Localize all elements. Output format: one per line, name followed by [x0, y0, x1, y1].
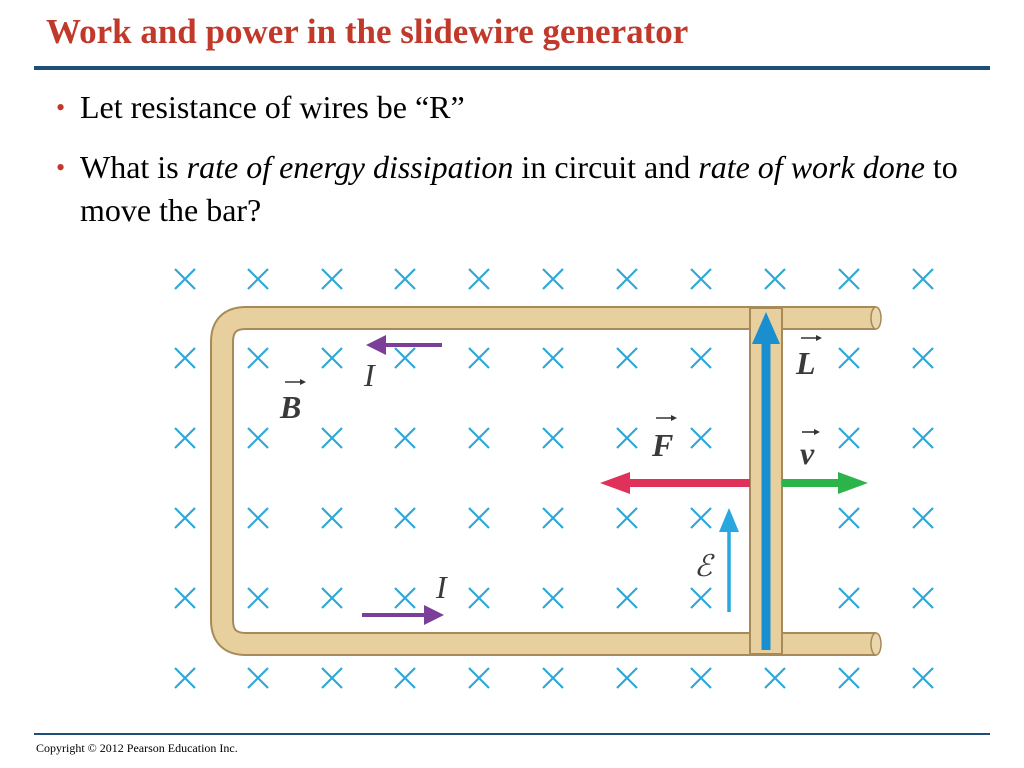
field-into-page-marker: [690, 268, 712, 290]
field-into-page-marker: [174, 587, 196, 609]
field-into-page-marker: [468, 587, 490, 609]
field-into-page-marker: [394, 347, 416, 369]
u-shaped-conductor: [210, 306, 882, 656]
field-into-page-marker: [321, 268, 343, 290]
bullet-item: • What is rate of energy dissipation in …: [56, 146, 986, 232]
field-into-page-marker: [247, 667, 269, 689]
field-into-page-marker: [394, 587, 416, 609]
field-into-page-marker: [690, 667, 712, 689]
field-into-page-marker: [174, 268, 196, 290]
title-divider: [34, 66, 990, 70]
bullet-text-part-italic: rate of energy dissipation: [186, 149, 514, 185]
field-into-page-marker: [174, 667, 196, 689]
copyright-footer: Copyright © 2012 Pearson Education Inc.: [36, 741, 238, 755]
current-label-top: I: [363, 357, 376, 393]
length-label: L: [795, 345, 816, 381]
field-into-page-marker: [616, 347, 638, 369]
field-into-page-marker: [321, 587, 343, 609]
field-into-page-marker: [542, 427, 564, 449]
field-into-page-marker: [838, 667, 860, 689]
field-into-page-marker: [468, 507, 490, 529]
emf-arrow: [719, 508, 739, 612]
vector-overhead-arrows: [285, 335, 822, 435]
field-into-page-marker: [394, 667, 416, 689]
field-into-page-marker: [690, 587, 712, 609]
bullet-marker: •: [56, 93, 66, 122]
field-into-page-marker: [394, 507, 416, 529]
field-into-page-marker: [838, 268, 860, 290]
slide-title: Work and power in the slidewire generato…: [46, 12, 689, 51]
velocity-label: v: [800, 435, 815, 471]
field-into-page-marker: [174, 507, 196, 529]
field-into-page-marker: [616, 268, 638, 290]
field-into-page-marker: [174, 427, 196, 449]
field-into-page-marker: [394, 427, 416, 449]
bullet-text-part: in circuit and: [513, 149, 699, 185]
bullet-text: Let resistance of wires be “R”: [80, 89, 465, 125]
field-into-page-marker: [838, 427, 860, 449]
velocity-vector-arrow: [782, 472, 868, 494]
current-label-bottom: I: [435, 569, 448, 605]
length-vector-arrow: [752, 312, 780, 650]
magnetic-field-markers: [174, 268, 934, 689]
field-into-page-marker: [616, 587, 638, 609]
field-into-page-marker: [468, 667, 490, 689]
bullet-item: • Let resistance of wires be “R”: [56, 86, 986, 129]
field-into-page-marker: [912, 427, 934, 449]
field-into-page-marker: [616, 667, 638, 689]
field-into-page-marker: [468, 347, 490, 369]
field-into-page-marker: [912, 587, 934, 609]
bullet-text-part-italic: rate of work done: [698, 149, 925, 185]
field-into-page-marker: [690, 427, 712, 449]
field-into-page-marker: [616, 427, 638, 449]
force-label: F: [651, 427, 673, 463]
bullet-text-part: to move the bar?: [80, 149, 958, 228]
bullet-marker: •: [56, 153, 66, 182]
field-into-page-marker: [690, 507, 712, 529]
bullet-text-part: What is: [80, 149, 187, 185]
field-into-page-marker: [394, 268, 416, 290]
field-into-page-marker: [321, 507, 343, 529]
field-into-page-marker: [542, 507, 564, 529]
field-into-page-marker: [912, 347, 934, 369]
footer-divider: [34, 733, 990, 735]
field-into-page-marker: [174, 347, 196, 369]
field-into-page-marker: [321, 347, 343, 369]
field-into-page-marker: [247, 268, 269, 290]
field-into-page-marker: [616, 507, 638, 529]
magnetic-field-label: B: [279, 389, 301, 425]
field-into-page-marker: [468, 427, 490, 449]
field-into-page-marker: [542, 347, 564, 369]
field-into-page-marker: [247, 587, 269, 609]
emf-label: ℰ: [694, 550, 715, 583]
field-into-page-marker: [468, 268, 490, 290]
field-into-page-marker: [912, 667, 934, 689]
field-into-page-marker: [838, 347, 860, 369]
field-into-page-marker: [542, 667, 564, 689]
field-into-page-marker: [690, 347, 712, 369]
field-into-page-marker: [247, 427, 269, 449]
field-into-page-marker: [838, 587, 860, 609]
field-into-page-marker: [542, 268, 564, 290]
field-into-page-marker: [321, 427, 343, 449]
field-into-page-marker: [247, 507, 269, 529]
field-into-page-marker: [247, 347, 269, 369]
force-vector-arrow: [600, 472, 750, 494]
field-into-page-marker: [764, 268, 786, 290]
field-into-page-marker: [321, 667, 343, 689]
field-into-page-marker: [764, 667, 786, 689]
field-into-page-marker: [542, 587, 564, 609]
field-into-page-marker: [838, 507, 860, 529]
field-into-page-marker: [912, 507, 934, 529]
field-into-page-marker: [912, 268, 934, 290]
bullet-list: • Let resistance of wires be “R” • What …: [56, 86, 986, 249]
